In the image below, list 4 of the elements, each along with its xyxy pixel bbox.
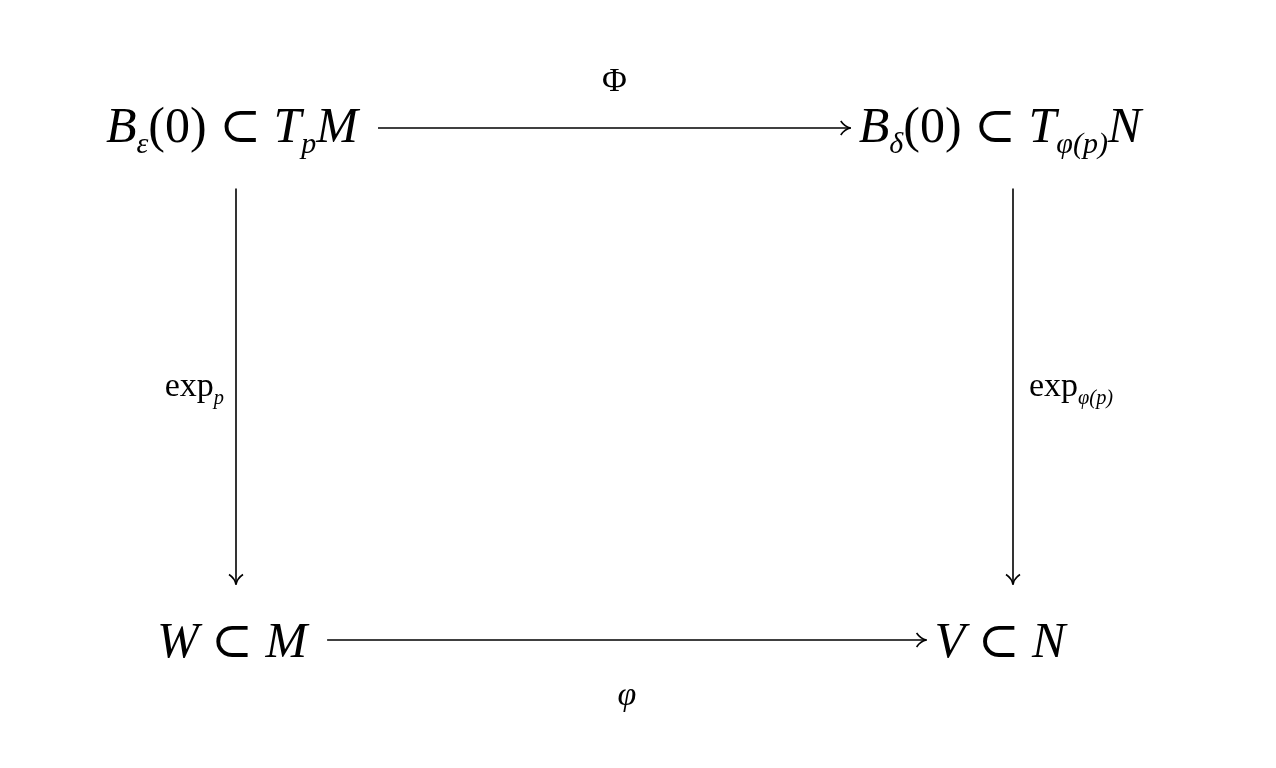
math-expression: W ⊂ M	[156, 612, 308, 668]
math-expression: B$_{δ}$(0) ⊂ T$_{φ(p)}$N	[858, 97, 1142, 159]
math-expression: B$_{ε}$(0) ⊂ T$_{p}$M	[106, 97, 358, 159]
math-expression: V ⊂ N	[934, 612, 1066, 668]
